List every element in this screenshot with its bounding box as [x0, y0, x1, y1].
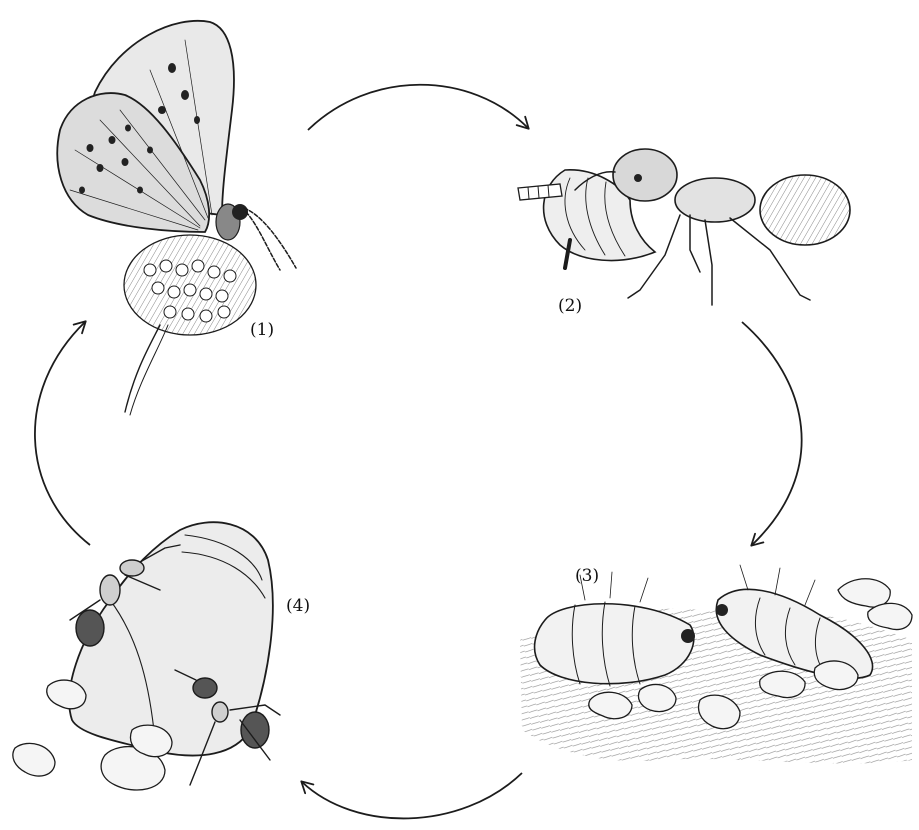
cycle-arrow-3-to-4 [302, 773, 522, 818]
cycle-arrow-2-to-3 [742, 322, 802, 545]
stage-2-label: (2) [558, 296, 582, 316]
stage-1-label: (1) [250, 320, 274, 340]
cycle-arrow-4-to-1 [35, 322, 90, 545]
stage-4-label: (4) [286, 596, 310, 616]
ant-carrying-caterpillar-illustration [518, 149, 850, 305]
pupa-with-ants-illustration [13, 522, 280, 790]
cycle-arrow-1-to-2 [308, 85, 528, 130]
stage-3-label: (3) [575, 566, 599, 586]
butterfly-on-flower-illustration [57, 21, 296, 415]
caterpillar-among-larvae-illustration [520, 565, 912, 764]
